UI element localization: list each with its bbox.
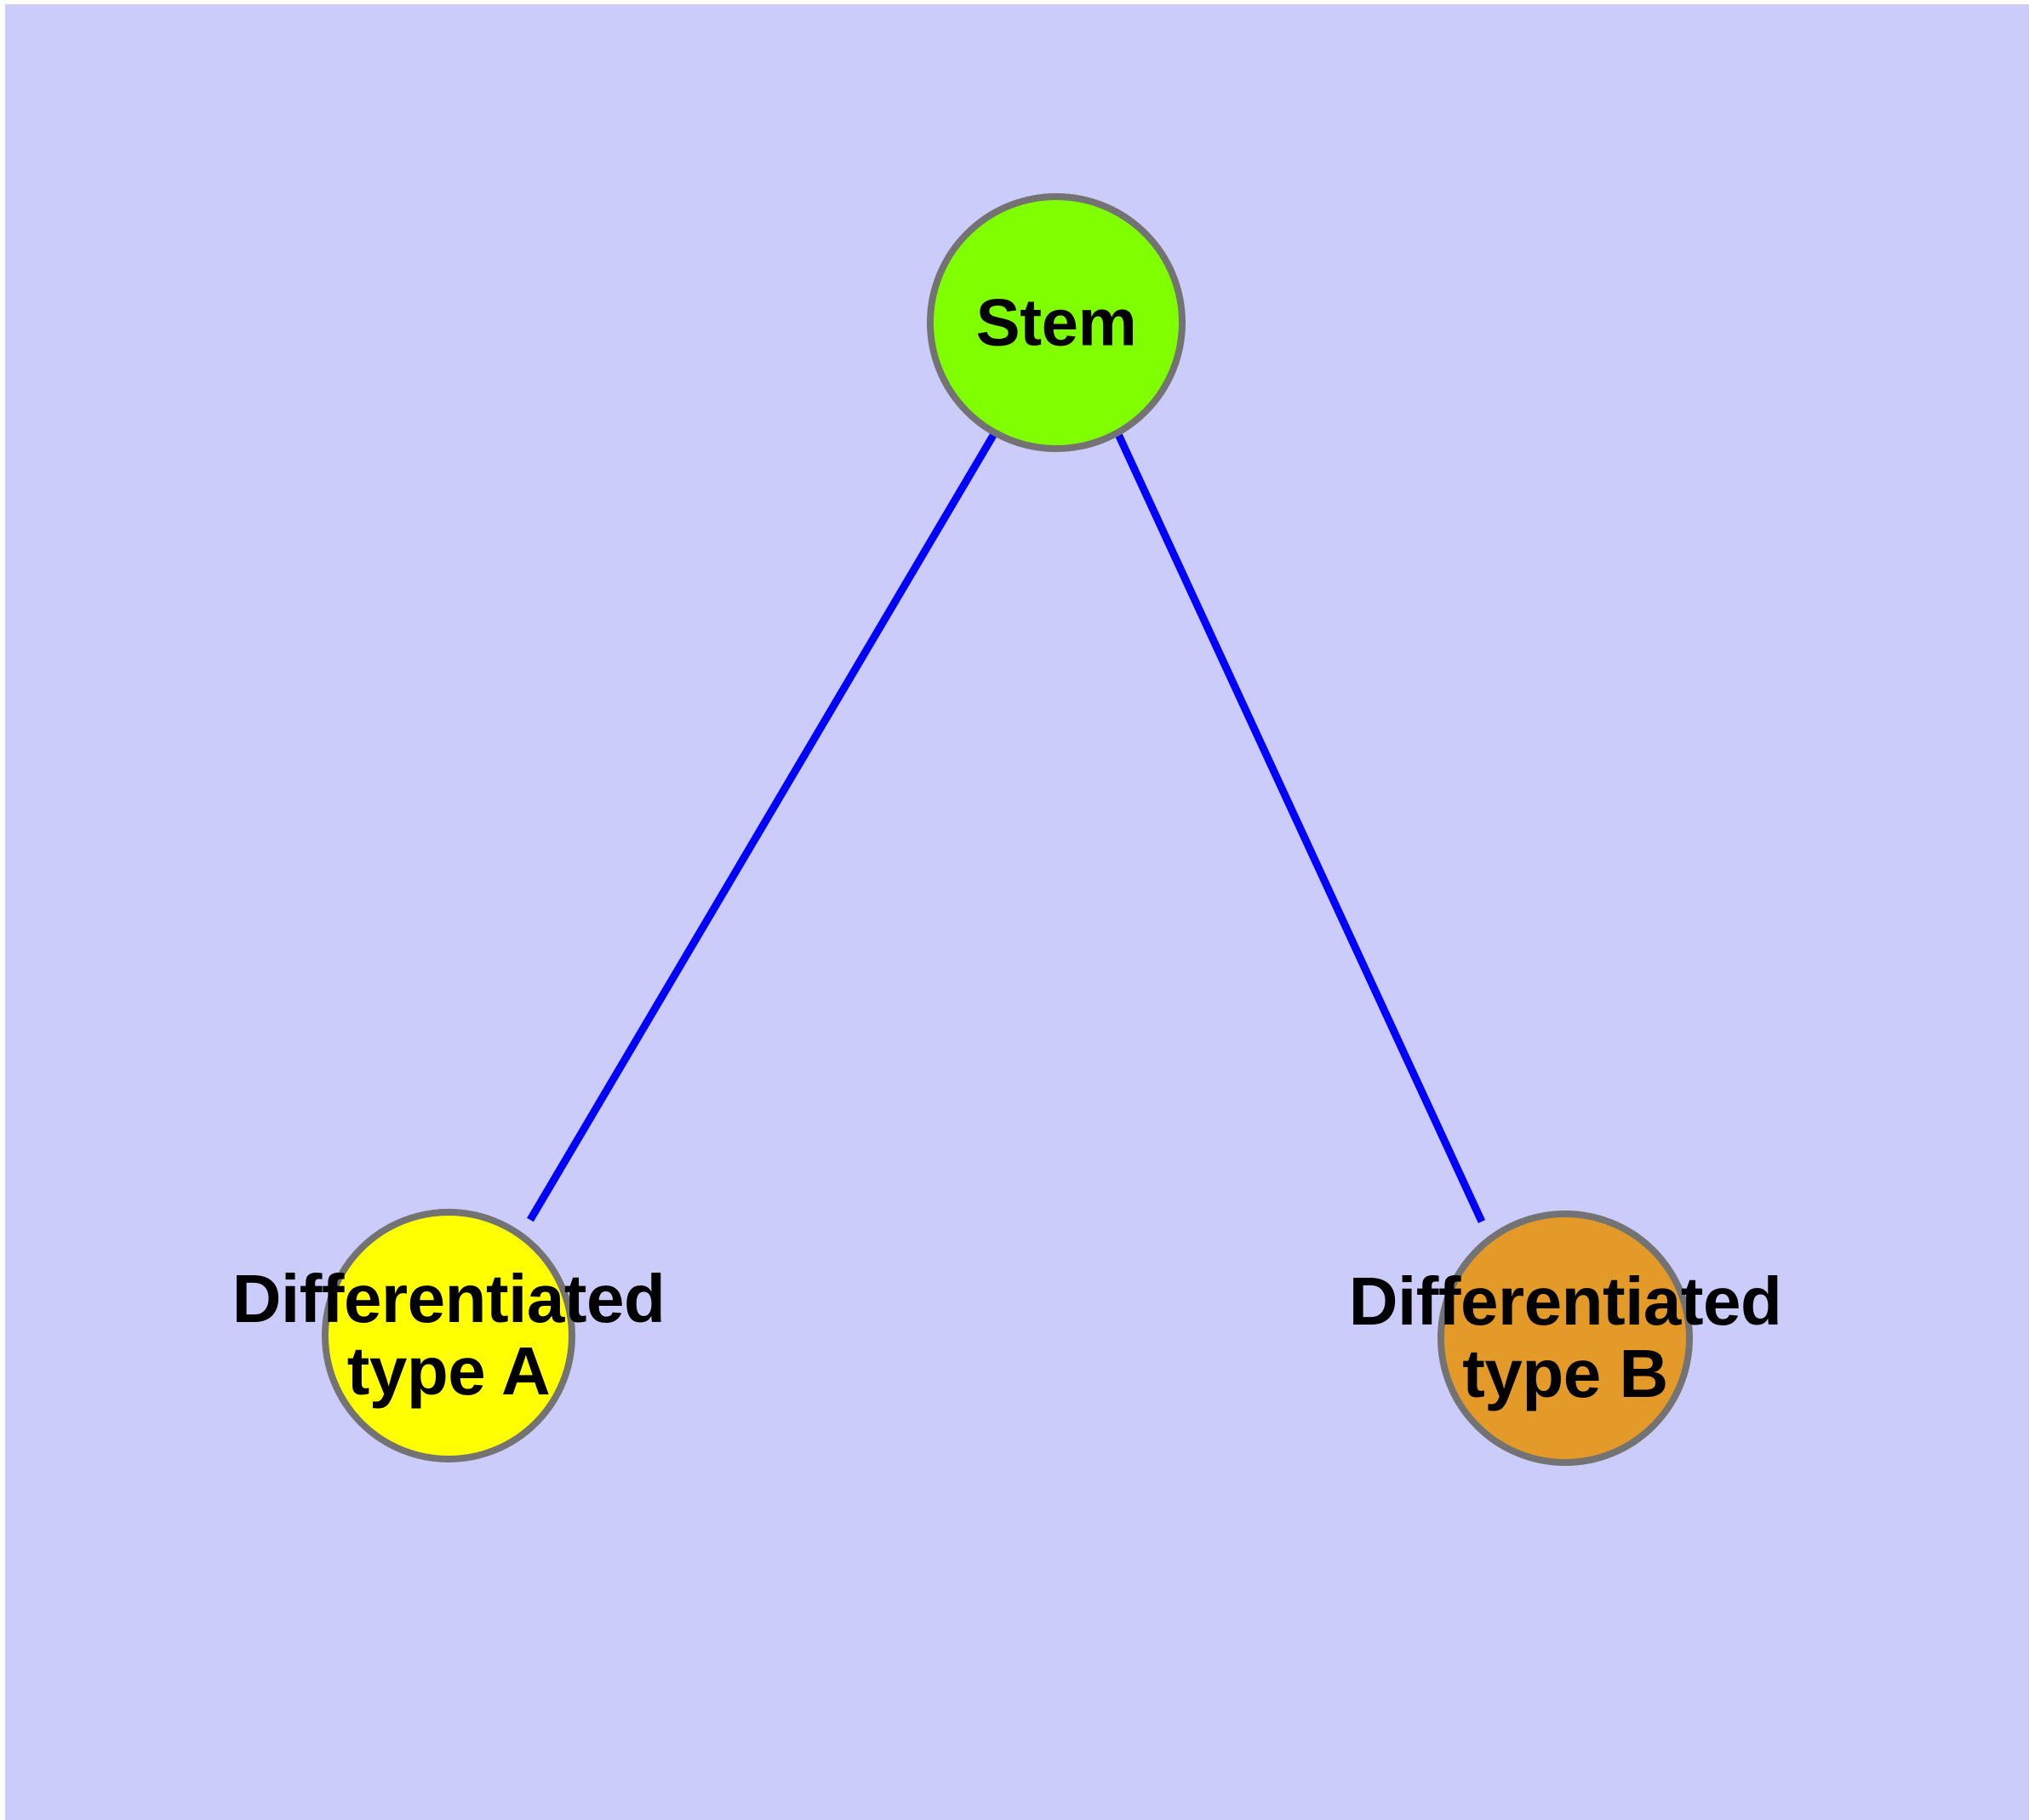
node-circle-stem[interactable] [927,193,1186,452]
node-circle-differentiated-type-a[interactable] [322,1209,575,1462]
node-circle-differentiated-type-b[interactable] [1437,1210,1693,1466]
graph-surface: Stem Differentiated type A Differentiate… [5,4,2029,1820]
edge-stem-to-differentiated-type-b[interactable] [1113,431,1486,1223]
node-layer [322,193,1693,1466]
edge-layer [527,430,1486,1223]
graph-svg [322,193,1693,1466]
edge-stem-to-differentiated-type-a[interactable] [527,430,998,1222]
